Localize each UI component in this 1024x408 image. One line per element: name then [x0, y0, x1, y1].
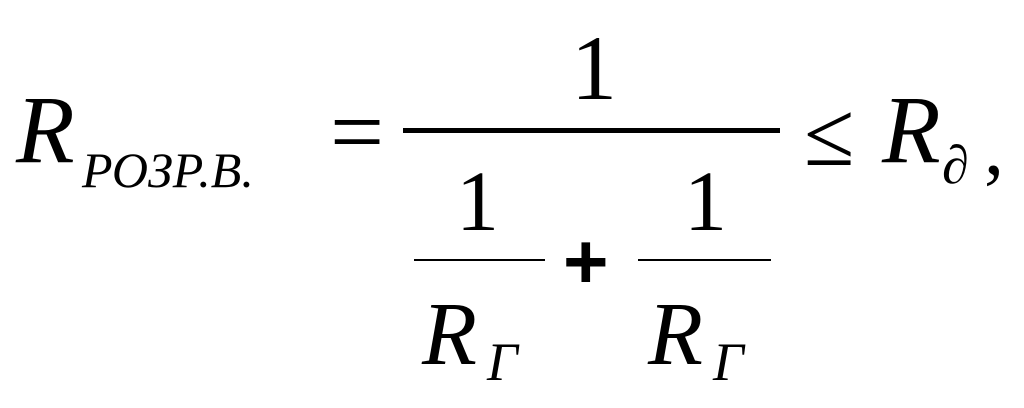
equals-sign: = [330, 78, 385, 185]
inner-fraction-bar-1 [414, 259, 545, 261]
main-fraction-bar [403, 128, 780, 133]
inner-denominator-1-subscript: Г [487, 332, 518, 392]
inner-numerator-1: 1 [456, 153, 499, 249]
inner-denominator-2-subscript: Г [713, 332, 744, 392]
inner-denominator-2-symbol: R [648, 285, 703, 384]
trailing-comma: , [984, 104, 1004, 192]
inner-denominator-1-symbol: R [422, 285, 477, 384]
main-numerator: 1 [571, 17, 617, 119]
lhs-subscript: РОЗР.В. [82, 142, 254, 198]
rhs-subscript: ∂ [942, 135, 969, 195]
inner-fraction-bar-2 [638, 259, 771, 261]
leq-sign: ≤ [804, 83, 855, 185]
lhs-symbol: R [16, 76, 75, 183]
rhs-symbol: R [882, 76, 941, 183]
plus-sign: + [563, 217, 609, 305]
inner-numerator-2: 1 [684, 153, 727, 249]
